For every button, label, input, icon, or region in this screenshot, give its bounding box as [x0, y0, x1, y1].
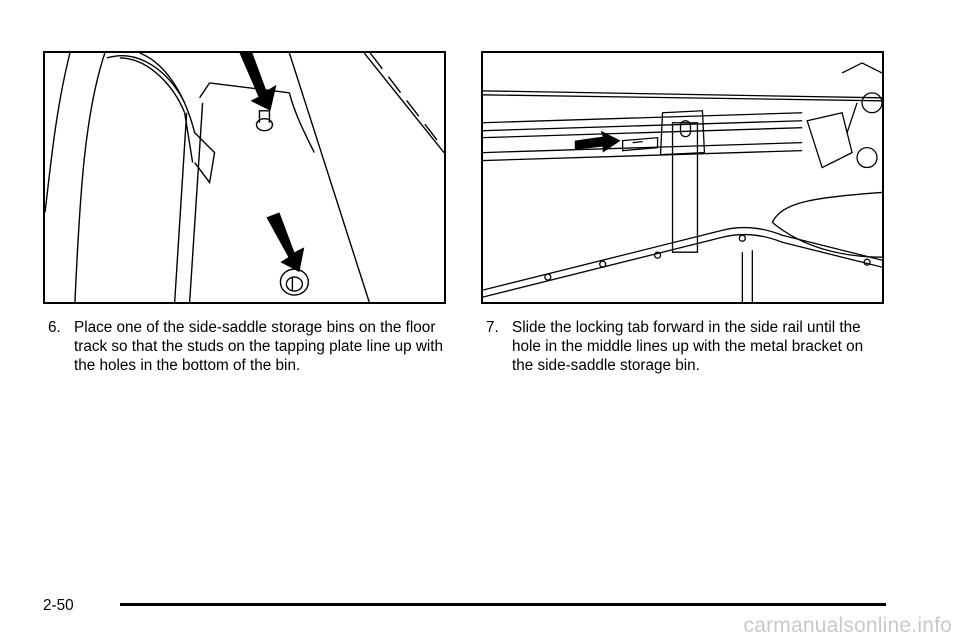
arrow-icon: [239, 53, 277, 111]
step-number: 6.: [48, 319, 61, 336]
page-number: 2-50: [43, 597, 74, 614]
arrow-icon: [574, 130, 621, 153]
floor-track-illustration: [43, 51, 446, 304]
step-7: 7. Slide the locking tab forward in the …: [486, 318, 886, 375]
step-text: Place one of the side-saddle storage bin…: [74, 319, 444, 374]
arrow-icon: [266, 212, 305, 273]
step-6: 6. Place one of the side-saddle storage …: [48, 318, 448, 375]
footer-divider: [120, 603, 886, 606]
step-number: 7.: [486, 319, 499, 336]
watermark-text: carmanualsonline.info: [743, 614, 952, 637]
side-rail-illustration: [481, 51, 884, 304]
step-text: Slide the locking tab forward in the sid…: [512, 319, 864, 374]
